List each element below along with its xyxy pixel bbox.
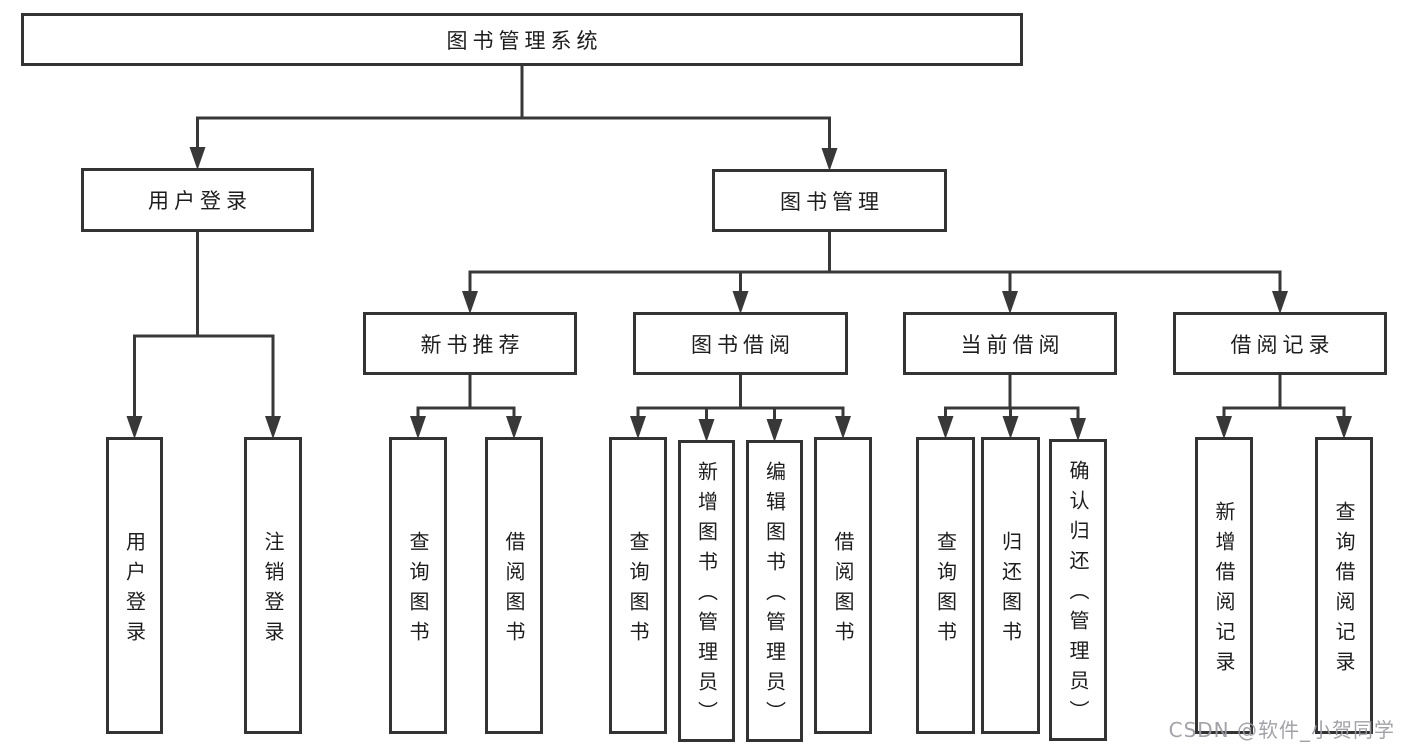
node-leaf-current-query: 查询图书 (916, 437, 975, 734)
node-label: 用户登录 (148, 189, 252, 213)
node-label: 当前借阅 (960, 332, 1065, 357)
node-label: 查询图书 (933, 530, 958, 651)
node-leaf-record-query: 查询借阅记录 (1315, 437, 1373, 734)
arrowhead-leaf-borrow-borrow (835, 416, 851, 439)
node-leaf-borrow-add: 新增图书（管理员） (678, 440, 735, 742)
node-user-login: 用户登录 (81, 168, 314, 232)
node-label: 查询图书 (406, 530, 430, 651)
node-label: 归还图书 (998, 530, 1023, 651)
arrowhead-leaf-current-return (1002, 416, 1019, 439)
node-leaf-newbook-borrow: 借阅图书 (485, 437, 543, 734)
node-new-book: 新书推荐 (363, 312, 577, 375)
node-leaf-newbook-query: 查询图书 (389, 437, 447, 734)
node-leaf-current-confirm: 确认归还（管理员） (1049, 439, 1107, 741)
arrowhead-borrow-record (1272, 291, 1288, 314)
node-current-borrow: 当前借阅 (903, 312, 1117, 375)
watermark: CSDN @软件_小贺同学 (1168, 718, 1395, 742)
arrowhead-user-login (189, 147, 206, 170)
node-label: 用户登录 (122, 530, 147, 651)
node-label: 新增借阅记录 (1212, 500, 1236, 681)
node-label: 图书借阅 (691, 332, 795, 357)
node-label: 新书推荐 (420, 332, 525, 357)
node-leaf-user-login: 用户登录 (106, 437, 163, 734)
node-label: 编辑图书（管理员） (762, 461, 787, 731)
node-leaf-record-add: 新增借阅记录 (1195, 437, 1253, 734)
node-label: 借阅记录 (1230, 332, 1335, 357)
node-label: 借阅图书 (502, 530, 526, 651)
arrowhead-current-borrow (1002, 291, 1018, 314)
arrowhead-new-book (462, 291, 478, 314)
arrowhead-leaf-borrow-query (630, 416, 646, 439)
node-label: 图书管理 (780, 189, 884, 214)
node-leaf-current-return: 归还图书 (981, 437, 1040, 734)
arrowhead-leaf-user-login (126, 416, 143, 439)
node-book-mgmt: 图书管理 (712, 169, 947, 232)
node-label: 新增图书（管理员） (694, 461, 719, 731)
arrowhead-book-mgmt (821, 148, 838, 171)
node-book-borrow: 图书借阅 (633, 312, 848, 375)
arrowhead-leaf-record-query (1336, 416, 1352, 439)
node-label: 确认归还（管理员） (1066, 460, 1090, 730)
node-leaf-borrow-query: 查询图书 (609, 437, 667, 734)
arrowhead-leaf-newbook-query (410, 416, 426, 439)
arrowhead-leaf-borrow-add (698, 419, 715, 442)
arrowhead-leaf-record-add (1216, 416, 1232, 439)
node-leaf-borrow-borrow: 借阅图书 (814, 437, 872, 734)
arrowhead-leaf-logout (265, 416, 281, 439)
node-borrow-record: 借阅记录 (1173, 312, 1387, 375)
arrowhead-leaf-current-confirm (1070, 418, 1086, 441)
node-label: 借阅图书 (831, 530, 855, 651)
node-label: 查询图书 (626, 530, 650, 651)
node-label: 查询借阅记录 (1332, 500, 1356, 681)
node-root: 图书管理系统 (21, 13, 1023, 66)
node-leaf-logout: 注销登录 (244, 437, 302, 734)
node-leaf-borrow-edit: 编辑图书（管理员） (746, 440, 803, 742)
node-label: 图书管理系统 (446, 28, 603, 53)
node-label: 注销登录 (261, 530, 285, 651)
arrowhead-leaf-borrow-edit (766, 419, 783, 442)
arrowhead-leaf-newbook-borrow (506, 416, 522, 439)
arrowhead-leaf-current-query (937, 416, 954, 439)
arrowhead-book-borrow (732, 291, 749, 314)
